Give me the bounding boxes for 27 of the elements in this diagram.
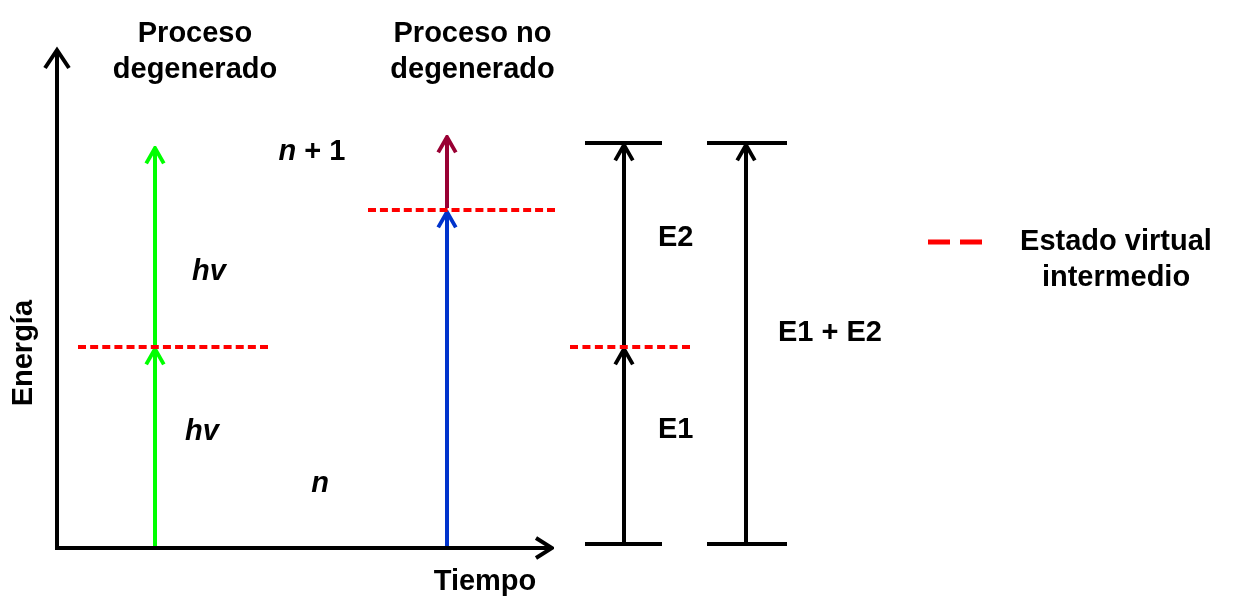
transition-arrow	[613, 143, 635, 345]
energy-level-line	[585, 542, 662, 546]
transition-arrow	[436, 210, 458, 546]
legend-text: Estado virtual intermedio	[1019, 223, 1213, 295]
energy-level-line	[585, 141, 662, 145]
edge-label: E1	[658, 411, 694, 446]
level-label: n	[310, 465, 330, 500]
process-title: Proceso degenerado	[111, 15, 279, 87]
transition-arrow	[144, 146, 166, 345]
axis-label: Energía	[5, 298, 40, 409]
transition-arrow	[144, 347, 166, 546]
axis-label: Tiempo	[432, 563, 538, 598]
level-label: n + 1	[277, 133, 347, 168]
transition-arrow	[436, 135, 458, 208]
virtual-state-line	[78, 345, 268, 349]
time-axis	[55, 536, 554, 560]
transition-arrow	[613, 347, 635, 542]
virtual-state-line	[570, 345, 690, 349]
process-title: Proceso no degenerado	[389, 15, 556, 87]
virtual-state-line	[368, 208, 555, 212]
transition-arrow	[735, 143, 757, 542]
energy-level-line	[707, 542, 787, 546]
edge-label: hv	[185, 413, 219, 448]
edge-label: E1 + E2	[778, 314, 882, 349]
energy-level-line	[707, 141, 787, 145]
edge-label: E2	[658, 219, 694, 254]
edge-label: hv	[192, 253, 226, 288]
